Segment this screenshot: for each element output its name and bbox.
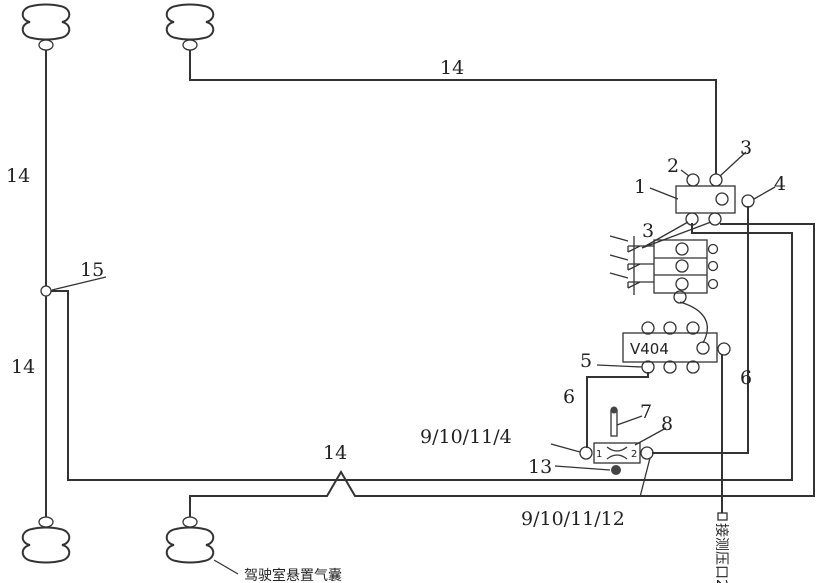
pipe-6-left-label: 6 bbox=[563, 386, 575, 408]
part-13-icon bbox=[611, 465, 621, 475]
pipe-14-left-lower-label: 14 bbox=[11, 356, 35, 378]
pipe-14-bottom-label: 14 bbox=[323, 442, 347, 464]
leader-lines bbox=[51, 151, 776, 498]
pipe-14-top-label: 14 bbox=[440, 57, 464, 79]
airbag-bottom-left bbox=[21, 516, 71, 564]
node-15-label: 15 bbox=[80, 259, 104, 281]
valve-1 bbox=[675, 173, 755, 226]
valve-v404: V404 bbox=[622, 321, 731, 374]
fitting-right-label: 9/10/11/12 bbox=[521, 508, 625, 530]
pipe-14-left-upper-label: 14 bbox=[6, 165, 30, 187]
ports-3-bottom-label: 3 bbox=[642, 220, 654, 242]
valve-1-label: 1 bbox=[634, 176, 646, 198]
airbag-top-right bbox=[165, 3, 215, 51]
port-4-label: 4 bbox=[774, 173, 786, 195]
fitting-left-label: 9/10/11/4 bbox=[420, 426, 512, 448]
node-15 bbox=[40, 285, 52, 297]
part-13-label: 13 bbox=[528, 456, 552, 478]
part-8-label: 8 bbox=[661, 413, 673, 435]
caption: 驾驶室悬置气囊 bbox=[244, 567, 342, 583]
port-2-label: 2 bbox=[667, 155, 679, 177]
pin-2-label: 2 bbox=[631, 449, 637, 460]
airbag-top-left bbox=[21, 3, 71, 51]
valve-block bbox=[609, 235, 719, 304]
airbag-bottom-right bbox=[165, 516, 215, 564]
pin-1-label: 1 bbox=[596, 449, 602, 460]
pressure-port-icon bbox=[717, 512, 728, 521]
bolt-7-icon bbox=[610, 409, 618, 437]
pipe-6-right-label: 6 bbox=[740, 367, 752, 389]
v404-label: V404 bbox=[630, 340, 669, 358]
pressure-port-label: 接测压口2 bbox=[713, 523, 730, 583]
port-5-label: 5 bbox=[580, 350, 592, 372]
pipes bbox=[45, 50, 815, 517]
part-8: 1 2 bbox=[579, 406, 728, 521]
port-3-top-label: 3 bbox=[740, 137, 752, 159]
bolt-7-label: 7 bbox=[640, 401, 652, 423]
